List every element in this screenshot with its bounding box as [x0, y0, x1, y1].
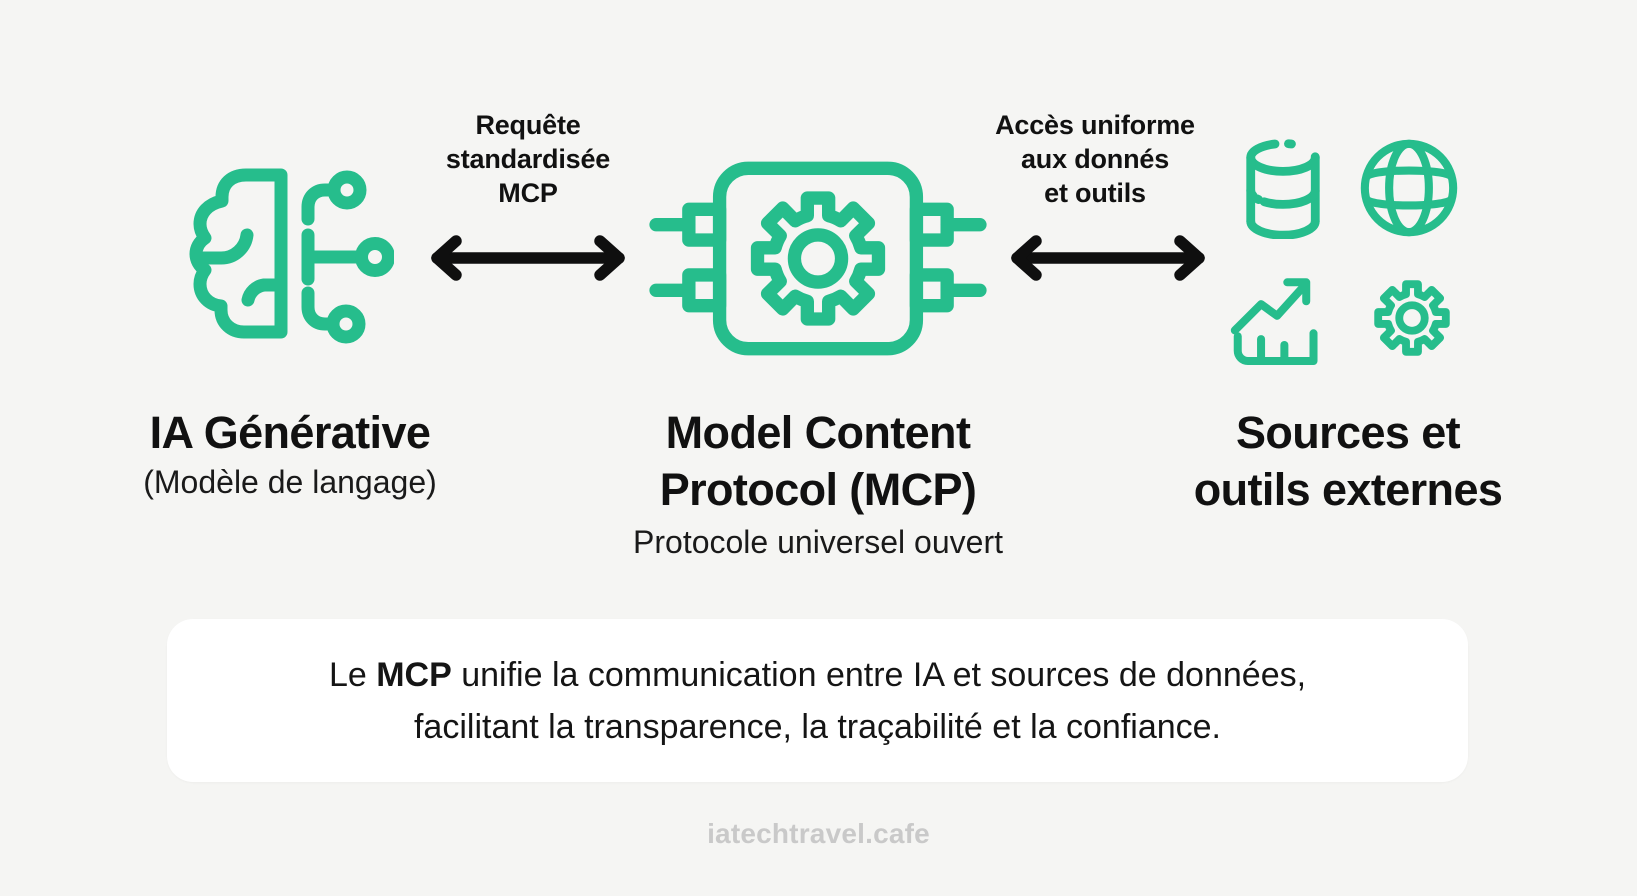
chip-gear-icon: [649, 161, 987, 356]
connection-label-access-line2: aux donnés: [1020, 144, 1170, 174]
node-title-sources: Sources et outils externes: [1138, 404, 1558, 518]
brain-circuit-icon: [189, 168, 394, 344]
node-title-mcp-line1: Model Content: [665, 407, 971, 458]
connection-label-access-line3: et outils: [1044, 178, 1146, 208]
chart-growth-icon: [1230, 278, 1318, 365]
summary-card: Le MCP unifie la communication entre IA …: [167, 619, 1468, 782]
node-subtitle-mcp: Protocole universel ouvert: [633, 524, 1003, 560]
node-title-sources-line1: Sources et: [1235, 407, 1461, 458]
node-title-mcp-line2: Protocol (MCP): [659, 464, 977, 515]
node-subtitle-ia: (Modèle de langage): [143, 464, 437, 500]
connection-label-request-line3: MCP: [498, 178, 558, 208]
summary-line1-prefix: Le: [328, 655, 377, 694]
double-arrow-left-icon: [431, 235, 625, 281]
database-icon: [1246, 139, 1320, 239]
gear-icon: [1374, 280, 1450, 356]
footer-site-name: iatechtravel.cafe: [707, 818, 930, 849]
node-title-mcp: Model Content Protocol (MCP): [618, 404, 1018, 518]
connection-label-access-line1: Accès uniforme: [995, 110, 1195, 140]
globe-icon: [1360, 139, 1458, 237]
node-title-sources-line2: outils externes: [1193, 464, 1503, 515]
connection-label-access: Accès uniforme aux donnés et outils: [985, 108, 1205, 210]
summary-line1-bold: MCP: [376, 655, 452, 694]
summary-line-1: Le MCP unifie la communication entre IA …: [329, 649, 1306, 701]
connection-label-request-line1: Requête: [475, 110, 581, 140]
summary-line-2: facilitant la transparence, la traçabili…: [413, 707, 1221, 746]
node-title-ia: IA Générative: [149, 407, 431, 458]
connection-label-request-line2: standardisée: [445, 144, 611, 174]
double-arrow-right-icon: [1011, 235, 1205, 281]
connection-label-request: Requête standardisée MCP: [418, 108, 638, 210]
summary-line1-rest: unifie la communication entre IA et sour…: [451, 655, 1307, 694]
